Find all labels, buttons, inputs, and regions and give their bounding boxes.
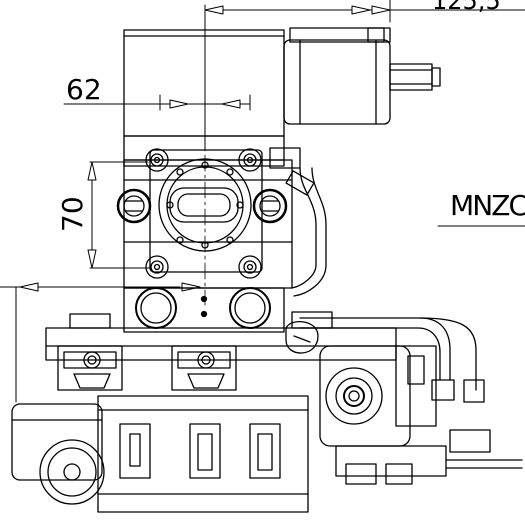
hose (269, 147, 327, 297)
label-mnzc: MNZC (437, 189, 525, 227)
dimension-left (0, 282, 201, 403)
dimension-70-value: 70 (56, 196, 89, 232)
label-mnzc-text: MNZC (450, 189, 525, 222)
base (45, 311, 397, 513)
dimension-top: 125,5 (204, 0, 525, 151)
pump (285, 317, 523, 485)
flange (149, 149, 263, 273)
wheel (11, 403, 105, 505)
side-motor (283, 27, 441, 125)
main-body (123, 19, 293, 333)
dimension-70: 70 (56, 161, 151, 269)
dimension-top-value: 125,5 (432, 0, 501, 15)
dimension-62-value: 62 (66, 73, 102, 106)
screws (116, 148, 288, 279)
dimension-62: 62 (63, 73, 251, 111)
ports (135, 287, 271, 329)
